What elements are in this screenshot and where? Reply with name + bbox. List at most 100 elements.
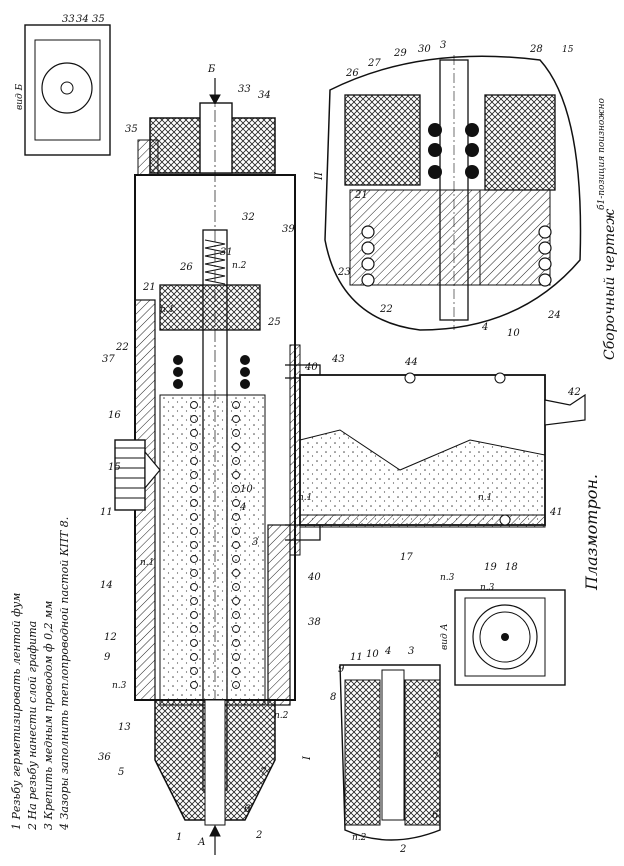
view-labels: вид Б вид А I II А Б б1-позиция поизножн… <box>15 45 607 848</box>
callout-4: 4 <box>239 502 246 513</box>
coil-22 <box>173 355 250 389</box>
callout-4c: 4 <box>384 646 391 657</box>
winding-turn <box>190 499 198 507</box>
winding-turn <box>190 611 198 619</box>
label-section-1: I <box>302 755 313 761</box>
mark-n1-a: п.1 <box>160 305 174 315</box>
note-3: 3 Крепить медным проводом ф 0,2 мм <box>42 601 55 830</box>
note-1: 1 Резьбу герметизировать лентой фум <box>10 593 23 830</box>
callout-3b: 3 <box>440 40 446 51</box>
view-b-circle <box>41 62 93 114</box>
flange-35 <box>137 139 159 176</box>
callout-28: 28 <box>529 44 543 55</box>
callout-32: 32 <box>242 212 255 223</box>
winding-turn <box>190 681 198 689</box>
callout-7: 7 <box>260 767 267 778</box>
callout-11: 11 <box>100 507 113 518</box>
housing-wall-right <box>267 524 291 706</box>
winding-turn <box>232 653 240 661</box>
view-a <box>454 589 566 686</box>
callout-10: 10 <box>240 484 253 495</box>
callout-26: 26 <box>179 262 193 273</box>
winding-turn <box>232 597 240 605</box>
helical-winding <box>190 401 240 689</box>
callout-40: 40 <box>304 362 318 373</box>
detail-i-left-part <box>344 679 381 826</box>
callout-37: 37 <box>102 354 115 365</box>
callout-21b: 21 <box>354 190 368 201</box>
mark-n2-b: п.2 <box>274 711 289 721</box>
winding-turn <box>190 541 198 549</box>
callout-15: 15 <box>108 462 121 473</box>
callout-13: 13 <box>118 722 131 733</box>
winding-turn <box>190 625 198 633</box>
callout-18: 18 <box>505 562 518 573</box>
callout-41: 41 <box>549 507 563 518</box>
callout-34b: 34 <box>258 90 271 101</box>
callout-33: 33 <box>62 14 75 25</box>
winding-turn <box>232 639 240 647</box>
callout-3c: 3 <box>408 646 414 657</box>
winding-turn <box>190 401 198 409</box>
callout-40b: 40 <box>307 572 321 583</box>
callout-5: 5 <box>118 767 124 778</box>
callout-27: 27 <box>367 58 381 69</box>
callout-14: 14 <box>100 580 113 591</box>
mark-n2-a: п.2 <box>232 261 247 271</box>
insulator-26 <box>159 284 261 331</box>
callout-4b: 4 <box>481 322 488 333</box>
label-arrow-b: Б <box>207 64 216 75</box>
winding-turn <box>232 443 240 451</box>
water-tank-view <box>299 372 586 528</box>
tank-bottom-plate <box>299 514 546 528</box>
part-callouts: 33 34 35 34 33 35 32 31 39 26 21 25 22 3… <box>62 14 581 855</box>
winding-turn <box>232 625 240 633</box>
view-a-center <box>501 633 509 641</box>
main-section-view <box>114 90 321 850</box>
detail-ii-body-26 <box>344 94 421 186</box>
detail-I <box>339 664 441 841</box>
winding-turn <box>190 471 198 479</box>
view-b <box>24 24 111 156</box>
detail-i-core <box>381 669 405 821</box>
mark-n1-d: п.1 <box>478 493 492 503</box>
callout-22b: 22 <box>379 304 393 315</box>
note-2: 2 На резьбу нанести слой графита <box>26 621 39 831</box>
detail-ii-coil <box>361 225 552 287</box>
callout-7b: 7 <box>432 752 439 763</box>
mark-n3-a: п.3 <box>112 681 127 691</box>
gas-inlet-33 <box>199 102 233 174</box>
mark-n1-c: п.1 <box>298 493 312 503</box>
detail-ii-seals <box>428 123 479 179</box>
winding-turn <box>232 555 240 563</box>
callout-2b: 2 <box>399 844 406 855</box>
callout-25: 25 <box>267 317 281 328</box>
callout-10c: 10 <box>366 649 379 660</box>
mark-n3-b: п.3 <box>440 573 455 583</box>
callout-24: 24 <box>547 310 561 321</box>
callout-1: 1 <box>176 832 182 843</box>
callout-43: 43 <box>331 354 345 365</box>
winding-turn <box>190 667 198 675</box>
callout-8: 8 <box>330 692 336 703</box>
label-view-a: вид А <box>440 623 450 650</box>
callout-38: 38 <box>308 617 321 628</box>
view-b-frame <box>24 24 111 156</box>
label-arrow-a: А <box>197 837 206 848</box>
callout-6: 6 <box>244 804 251 815</box>
title-block: Плазмотрон. Сборочный чертеж <box>582 209 618 591</box>
callout-34: 34 <box>76 14 89 25</box>
screw-44 <box>404 372 416 384</box>
winding-turn <box>190 415 198 423</box>
winding-turn <box>190 583 198 591</box>
winding-turn <box>232 681 240 689</box>
drawing-subtitle: Сборочный чертеж <box>602 209 618 360</box>
winding-turn <box>232 401 240 409</box>
filler-area <box>159 394 266 706</box>
detail-II <box>324 55 582 331</box>
flow-arrows <box>209 78 221 855</box>
callout-16: 16 <box>108 410 121 421</box>
label-view-b: вид Б <box>15 83 25 110</box>
callout-12: 12 <box>104 632 117 643</box>
label-section-2: II <box>314 171 325 181</box>
